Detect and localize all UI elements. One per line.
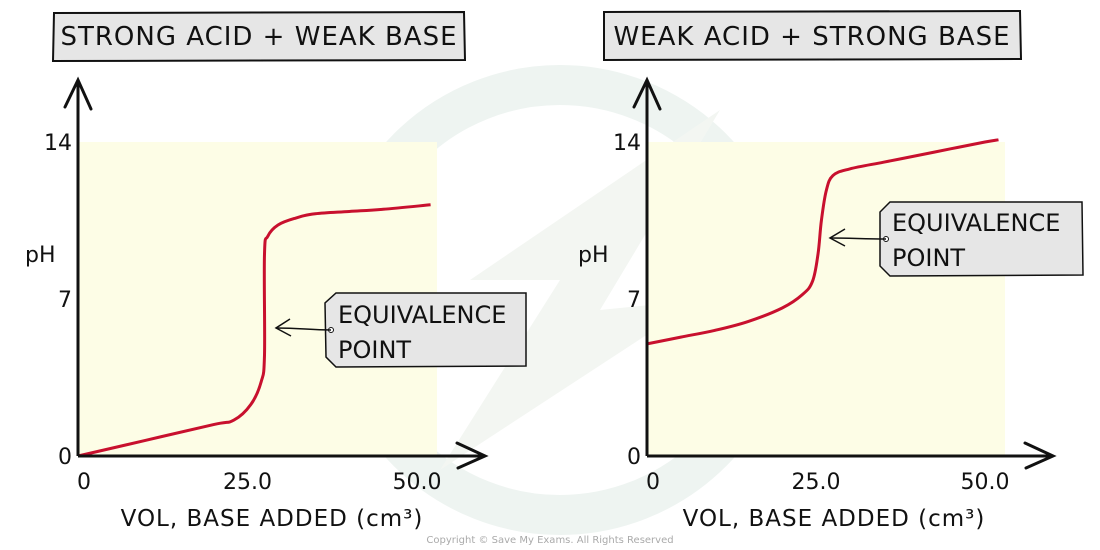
equivalence-point-callout: EQUIVALENCE POINT: [828, 201, 1084, 277]
callout-tag: [324, 292, 527, 368]
y-tick-label: 0: [58, 445, 72, 470]
axes: [632, 76, 1057, 470]
x-axis-label: VOL, BASE ADDED (cm³): [683, 506, 986, 532]
x-axis-arrowhead-icon: [455, 441, 489, 470]
copyright-notice: Copyright © Save My Exams. All Rights Re…: [426, 535, 673, 546]
chart-title-box: WEAK ACID + STRONG BASE: [603, 9, 1023, 62]
chart-title: STRONG ACID + WEAK BASE: [60, 22, 457, 52]
x-tick-label: 0: [77, 470, 91, 495]
y-tick-label: 14: [44, 131, 72, 156]
x-tick-label: 50.0: [393, 470, 442, 495]
y-axis-arrowhead-icon: [632, 76, 662, 111]
callout-arrow-line: [829, 237, 887, 240]
axes: [63, 76, 489, 470]
callout-arrowhead-icon: [274, 318, 292, 337]
y-tick-label: 0: [627, 445, 641, 470]
y-tick-label: 7: [58, 288, 72, 313]
x-tick-label: 25.0: [223, 470, 272, 495]
title-box-frame: [603, 9, 1023, 62]
titration-curve: [77, 203, 431, 458]
x-axis-arrowhead-icon: [1023, 441, 1057, 470]
titration-curve: [646, 138, 999, 346]
chart-weak-acid-strong-base: WEAK ACID + STRONG BASE pH 0 7 14 0 25.0…: [578, 9, 1084, 532]
callout-arrowhead-icon: [828, 228, 846, 247]
y-tick-label: 14: [613, 131, 641, 156]
y-axis-arrowhead-icon: [63, 76, 93, 111]
x-tick-label: 50.0: [961, 470, 1010, 495]
callout-line-2: POINT: [338, 336, 411, 364]
x-tick-label: 25.0: [792, 470, 841, 495]
y-tick-label: 7: [627, 288, 641, 313]
callout-line-1: EQUIVALENCE: [892, 209, 1060, 237]
chart-title: WEAK ACID + STRONG BASE: [613, 22, 1010, 52]
chart-strong-acid-weak-base: STRONG ACID + WEAK BASE pH 0 7 14 0 25.0…: [25, 10, 527, 532]
chart-title-box: STRONG ACID + WEAK BASE: [51, 10, 467, 63]
equivalence-point-callout: EQUIVALENCE POINT: [274, 292, 527, 368]
title-box-frame: [51, 10, 467, 63]
y-axis-label: pH: [578, 243, 609, 268]
x-axis-label: VOL, BASE ADDED (cm³): [121, 506, 424, 532]
y-axis-label: pH: [25, 243, 56, 268]
callout-tag: [879, 201, 1084, 277]
callout-line-1: EQUIVALENCE: [338, 301, 506, 329]
callout-line-2: POINT: [892, 244, 965, 272]
x-tick-label: 0: [646, 470, 660, 495]
callout-arrow-line: [275, 327, 332, 331]
